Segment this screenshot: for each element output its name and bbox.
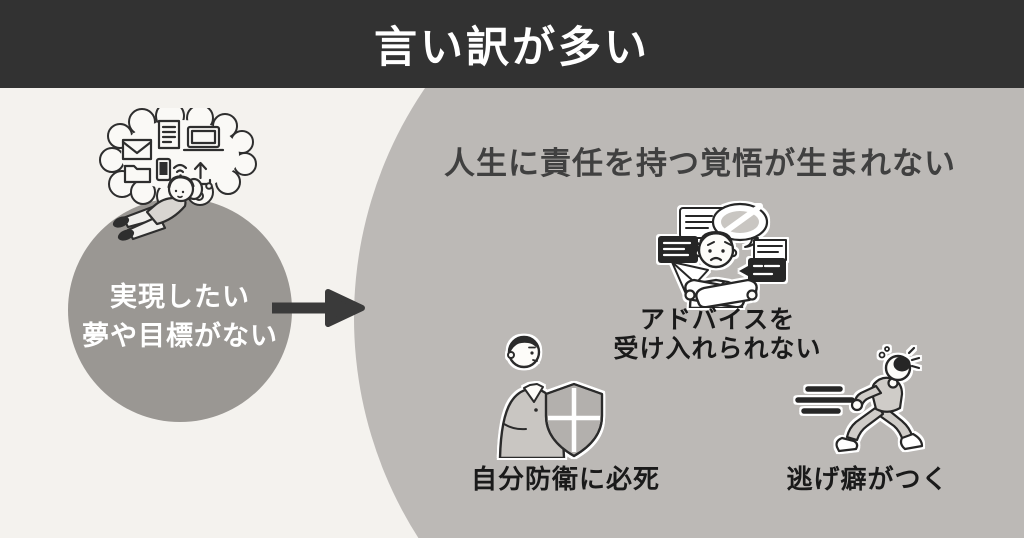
cause-label-line-1: 実現したい	[110, 281, 250, 312]
arms-crossed-person	[684, 231, 758, 308]
consequence-circle	[354, 88, 1024, 538]
smartphone-icon	[155, 157, 172, 182]
thought-cloud	[99, 108, 257, 210]
escape-label: 逃げ癖がつく	[770, 464, 965, 494]
advice-label-line-2: 受け入れられない	[613, 335, 822, 363]
running-person	[835, 346, 924, 453]
escape-label-line-1: 逃げ癖がつく	[786, 464, 949, 494]
advice-label: アドバイスを 受け入れられない	[605, 306, 830, 364]
speed-lines-icon	[795, 386, 855, 414]
arrow-right-icon	[272, 289, 365, 327]
laptop-icon	[182, 125, 225, 152]
folder-icon	[123, 164, 152, 184]
advice-label-line-1: アドバイスを	[639, 306, 796, 334]
escape-illustration	[795, 346, 924, 453]
cause-label-line-2: 夢や目標がない	[82, 321, 278, 351]
page-title: 言い訳が多い	[374, 24, 650, 72]
defense-label-line-1: 自分防衛に必死	[470, 464, 660, 494]
advice-illustration	[658, 202, 787, 308]
speech-bubbles	[658, 202, 787, 295]
relaxing-person	[112, 175, 204, 241]
shield-icon	[544, 382, 604, 458]
document-icon	[157, 119, 181, 150]
envelope-icon	[121, 138, 153, 161]
defense-illustration	[498, 335, 604, 458]
diagram-area: 人生に責任を持つ覚悟が生まれない 実現したい 夢や目標がない	[0, 88, 1024, 538]
consequence-heading: 人生に責任を持つ覚悟が生まれない	[444, 146, 956, 181]
daydream-illustration	[99, 108, 257, 241]
defense-label: 自分防衛に必死	[448, 464, 683, 494]
header-bar: 言い訳が多い	[0, 0, 1024, 88]
cause-circle: 実現したい 夢や目標がない	[68, 198, 292, 422]
